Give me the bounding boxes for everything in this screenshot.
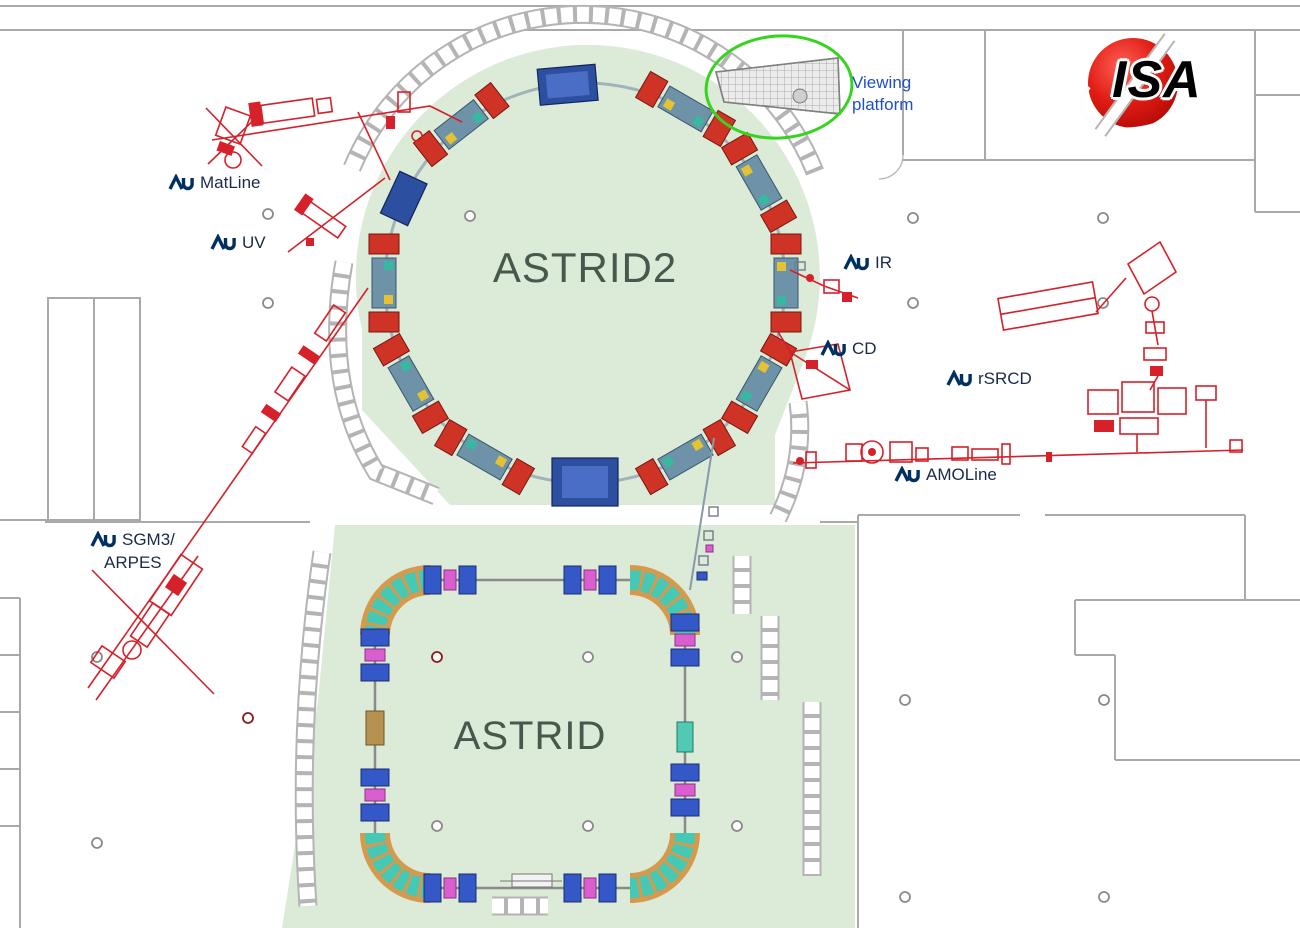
beamline-label-text: rSRCD <box>978 369 1032 388</box>
astrid2-title: ASTRID2 <box>492 244 678 291</box>
beamline-label-text: UV <box>242 233 266 252</box>
viewing-platform-label-line2: platform <box>852 95 914 114</box>
beamline-label-sgm3-arpes: SGM3/ ARPES <box>90 530 175 573</box>
au-logo-icon <box>168 174 194 191</box>
astrid2-injection-magnet <box>551 457 619 507</box>
beamline-rsrcd-amoline <box>792 240 1244 469</box>
viewing-platform-circle <box>704 34 854 140</box>
au-logo-icon <box>820 340 846 357</box>
beamline-label-text: ARPES <box>104 553 162 572</box>
beamline-ir <box>789 261 859 302</box>
beamline-label-text: MatLine <box>200 173 261 192</box>
viewing-platform-structure <box>704 34 854 140</box>
beamline-label-amoline: AMOLine <box>894 465 997 485</box>
beamline-label-cd: CD <box>820 339 877 359</box>
astrid-tan-magnet <box>365 710 385 746</box>
beamline-label-text: AMOLine <box>926 465 997 484</box>
astrid2-rf-cavity <box>536 63 599 106</box>
viewing-platform-label: Viewing platform <box>852 72 913 116</box>
building-walls <box>0 5 1300 928</box>
astrid2-blue-component <box>379 170 428 227</box>
transfer-line <box>689 437 719 591</box>
beamline-label-rsrcd: rSRCD <box>946 369 1032 389</box>
beamline-label-uv: UV <box>210 233 266 253</box>
beamline-label-text: CD <box>852 339 877 358</box>
beamline-label-text: SGM3/ <box>122 530 175 549</box>
hall-areas <box>282 44 855 928</box>
au-logo-icon <box>894 466 920 483</box>
support-pillars <box>91 208 1110 903</box>
astrid2-ring <box>368 63 802 507</box>
beamline-uv <box>287 177 386 253</box>
beamlines-red <box>87 91 1244 701</box>
beamline-cd <box>777 331 851 400</box>
isa-logo-text: ISA <box>1112 51 1202 109</box>
beamline-label-ir: IR <box>843 253 892 273</box>
beamline-label-matline: MatLine <box>168 173 260 193</box>
viewing-platform-label-line1: Viewing <box>852 73 912 92</box>
beamline-matline <box>205 91 463 181</box>
au-logo-icon <box>843 254 869 271</box>
astrid-teal-magnet <box>676 721 694 753</box>
door-swing-arc <box>878 154 904 180</box>
astrid-ring <box>360 565 700 903</box>
au-logo-icon <box>946 370 972 387</box>
au-logo-icon <box>210 234 236 251</box>
au-logo-icon <box>90 531 116 548</box>
beamline-label-text: IR <box>875 253 892 272</box>
beamline-sgm3-arpes <box>87 287 369 701</box>
astrid-title: ASTRID <box>453 714 607 758</box>
isa-logo: ISA <box>1071 33 1222 146</box>
